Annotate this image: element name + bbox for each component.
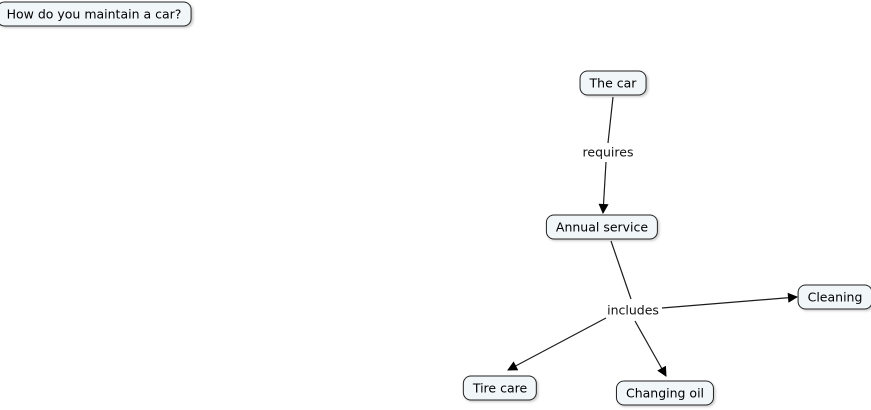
link-line-annual-service-to-includes	[610, 240, 632, 300]
concept-node-the-car[interactable]: The car	[579, 70, 647, 96]
concept-node-tire-care[interactable]: Tire care	[462, 375, 538, 401]
link-line-includes-to-cleaning	[661, 292, 798, 309]
link-line-requires-to-annual-service	[598, 161, 609, 214]
concept-node-annual-service[interactable]: Annual service	[545, 214, 659, 240]
link-label-includes[interactable]: includes	[607, 302, 659, 318]
concept-node-changing-oil[interactable]: Changing oil	[615, 380, 715, 406]
concept-node-cleaning[interactable]: Cleaning	[797, 284, 871, 310]
link-line-includes-to-tire-care	[507, 317, 607, 371]
concept-node-focus-question[interactable]: How do you maintain a car?	[0, 1, 192, 27]
link-line-the-car-to-requires	[607, 96, 614, 144]
link-line-includes-to-changing-oil	[634, 320, 667, 377]
link-label-requires[interactable]: requires	[582, 144, 634, 160]
